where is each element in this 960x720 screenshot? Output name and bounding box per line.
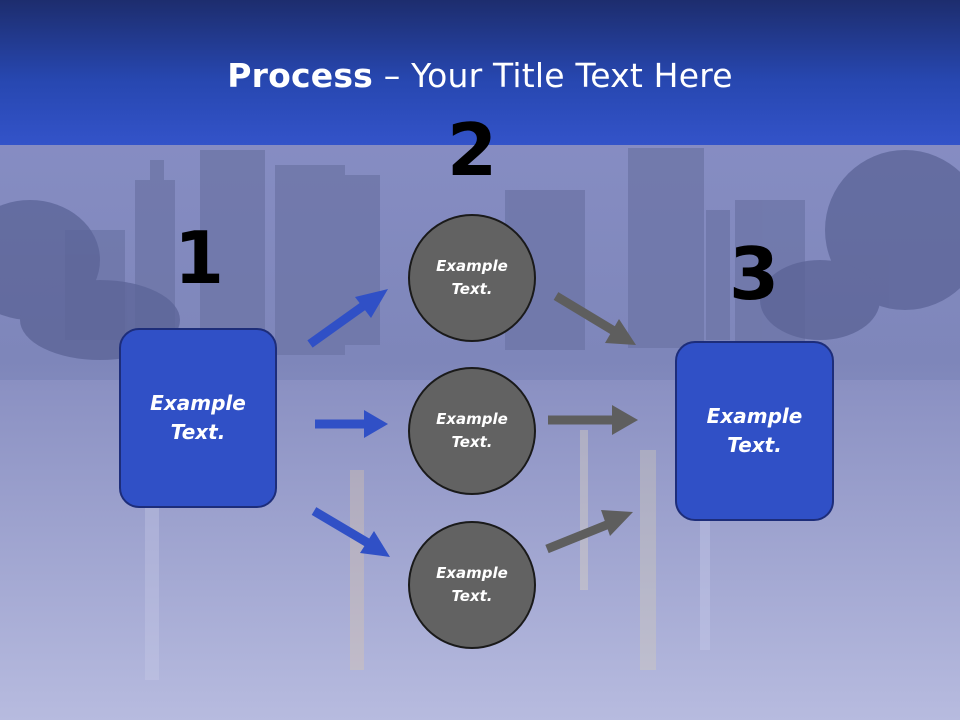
title-bold: Process xyxy=(227,56,374,95)
circle-bottom-text: Example Text. xyxy=(436,563,508,605)
arrow-left-to-top xyxy=(307,289,388,348)
title-rest: – Your Title Text Here xyxy=(373,56,733,95)
page-title: Process – Your Title Text Here xyxy=(0,56,960,95)
step-number-1: 1 xyxy=(173,216,225,300)
arrow-middle-to-right xyxy=(548,405,638,435)
circle-middle: Example Text. xyxy=(408,367,536,495)
right-box-text: Example Text. xyxy=(706,404,803,457)
left-process-box: Example Text. xyxy=(119,328,277,508)
circle-top: Example Text. xyxy=(408,214,536,342)
title-banner xyxy=(0,0,960,145)
circle-middle-text: Example Text. xyxy=(436,409,508,451)
step-number-3: 3 xyxy=(728,232,780,316)
arrow-left-to-middle xyxy=(315,410,388,438)
circle-bottom: Example Text. xyxy=(408,521,536,649)
step-number-2: 2 xyxy=(446,108,498,192)
left-box-text: Example Text. xyxy=(150,391,246,444)
circle-top-text: Example Text. xyxy=(436,256,508,298)
arrow-top-to-right xyxy=(553,292,636,345)
arrow-bottom-to-right xyxy=(545,510,633,554)
right-process-box: Example Text. xyxy=(675,341,834,521)
arrow-left-to-bottom xyxy=(311,507,390,557)
